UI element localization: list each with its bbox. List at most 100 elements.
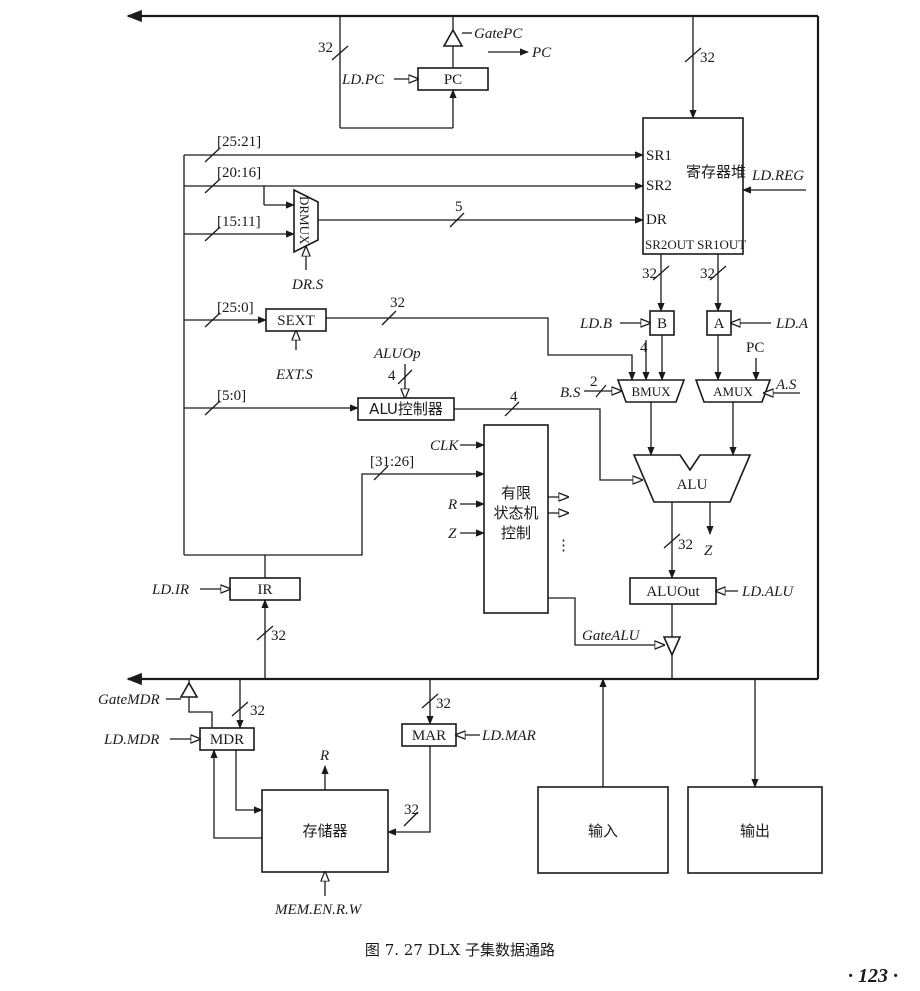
fsm-line3: 控制	[501, 524, 531, 542]
aluop-label: ALUOp	[373, 346, 421, 362]
field-25-0: [25:0]	[217, 300, 254, 316]
memory-interface: GateMDR 32 MDR LD.MDR 32 MAR LD.MAR 存储器 …	[98, 679, 536, 918]
r-label: R	[447, 497, 457, 513]
regfile-title: 寄存器堆	[686, 163, 746, 181]
ld-ir-label: LD.IR	[151, 582, 189, 598]
aluout-register	[629, 577, 717, 605]
aluout-block: ALUOut LD.ALU GateALU	[582, 577, 794, 679]
ir-in-width: 32	[271, 628, 286, 644]
pc-register-label: PC	[444, 72, 462, 88]
ld-b-label: LD.B	[579, 316, 612, 332]
pc-out-label: PC	[531, 45, 552, 61]
a-s-label: A.S	[775, 377, 797, 393]
bmux-label: BMUX	[631, 384, 671, 399]
drmux: DRMUX 5 DR.S	[291, 188, 644, 293]
mdr-label: MDR	[210, 732, 244, 748]
figure-caption: 图 7. 27 DLX 子集数据通路	[365, 941, 555, 959]
gate-pc-tristate	[442, 28, 464, 47]
regfile-in-width: 32	[700, 50, 715, 66]
output-label: 输出	[740, 822, 770, 840]
ld-alu-label: LD.ALU	[741, 584, 794, 600]
ld-reg-label: LD.REG	[751, 168, 804, 184]
pc-block: GatePC PC PC LD.PC 32	[318, 16, 552, 129]
mem-en-label: MEM.EN.R.W	[274, 902, 363, 918]
sr1out-width: 32	[700, 266, 715, 282]
alu-out-width: 32	[678, 537, 693, 553]
z-alu-label: Z	[704, 543, 713, 559]
pc-width: 32	[318, 40, 333, 56]
clk-label: CLK	[430, 438, 459, 454]
ir-block: IR LD.IR 32	[151, 577, 301, 679]
gate-mdr-label: GateMDR	[98, 692, 160, 708]
a-register-label: A	[714, 316, 725, 332]
field-15-11: [15:11]	[217, 214, 261, 230]
alu-ctrl-out-width: 4	[510, 389, 518, 405]
aluout-label: ALUOut	[646, 584, 700, 600]
mdr-in-width: 32	[250, 703, 265, 719]
sr2out-width: 32	[642, 266, 657, 282]
gate-mdr-tristate	[179, 681, 199, 698]
fsm-more-outputs: ⋮	[556, 538, 571, 554]
amux-shape	[694, 379, 772, 403]
fsm-control: 有限 状态机 控制 CLK [31:26] R Z ⋮	[265, 424, 664, 645]
ld-mar-label: LD.MAR	[481, 728, 536, 744]
memory-label: 存储器	[302, 822, 347, 840]
ld-mdr-label: LD.MDR	[103, 732, 159, 748]
fsm-line1: 有限	[501, 484, 531, 502]
gate-alu-label: GateALU	[582, 628, 641, 644]
bmux-shape	[616, 379, 686, 403]
b-register-label: B	[657, 316, 667, 332]
gate-alu-tristate	[662, 636, 682, 657]
sext-label: SEXT	[277, 313, 315, 329]
mar-in-width: 32	[436, 696, 451, 712]
ld-a-label: LD.A	[775, 316, 809, 332]
field-5-0: [5:0]	[217, 388, 246, 404]
ab-registers: 32 32 B LD.B A LD.A	[579, 254, 809, 336]
field-20-16: [20:16]	[217, 165, 261, 181]
amux-pc-label: PC	[746, 340, 764, 356]
mem-r-label: R	[319, 748, 329, 764]
mem-addr-width: 32	[404, 802, 419, 818]
io-blocks: 输入 输出	[537, 678, 823, 874]
register-file: 32 SR1 寄存器堆 SR2 DR SR2OUT SR1OUT LD.REG	[642, 16, 806, 255]
ld-pc-label: LD.PC	[341, 72, 385, 88]
alu-label: ALU	[677, 477, 708, 493]
z-label: Z	[448, 526, 457, 542]
dr-bus-width: 5	[455, 199, 463, 215]
dr-s-label: DR.S	[291, 277, 324, 293]
drmux-label: DRMUX	[297, 196, 312, 245]
field-25-21: [25:21]	[217, 134, 261, 150]
fsm-line2: 状态机	[493, 504, 538, 522]
dr-port: DR	[646, 212, 667, 228]
bmux-in-width: 4	[640, 340, 648, 356]
amux-label: AMUX	[713, 384, 753, 399]
page-number: · 123 ·	[848, 965, 898, 987]
alu: ALU 32 Z	[632, 454, 752, 579]
field-31-26: [31:26]	[370, 454, 414, 470]
mar-label: MAR	[412, 728, 446, 744]
input-box	[537, 786, 669, 874]
input-label: 输入	[588, 822, 618, 840]
sr2-port: SR2	[646, 178, 672, 194]
sr1-port: SR1	[646, 148, 672, 164]
ir-fields: [25:21] [20:16] [15:11]	[183, 134, 644, 578]
drmux-shape	[293, 188, 319, 254]
main-bus	[126, 9, 820, 686]
sext-block: [25:0] SEXT EXT.S 32	[184, 295, 636, 383]
aluop-width: 4	[388, 368, 396, 384]
sext-out-width: 32	[390, 295, 405, 311]
regfile-outputs-label: SR2OUT SR1OUT	[645, 237, 746, 252]
output-box	[687, 786, 823, 874]
alu-controller-label: ALU控制器	[369, 400, 443, 418]
fsm-box	[483, 424, 549, 614]
muxes: 4 BMUX B.S 2 PC AMUX A.S	[560, 335, 800, 456]
ext-s-label: EXT.S	[275, 367, 313, 383]
alu-shape	[632, 454, 752, 503]
bmux-sel-width: 2	[590, 374, 598, 390]
alu-controller: ALUOp 4 [5:0] ALU控制器 4	[184, 346, 642, 480]
ir-label: IR	[258, 582, 273, 598]
b-s-label: B.S	[560, 385, 581, 401]
gate-pc-label: GatePC	[474, 26, 523, 42]
